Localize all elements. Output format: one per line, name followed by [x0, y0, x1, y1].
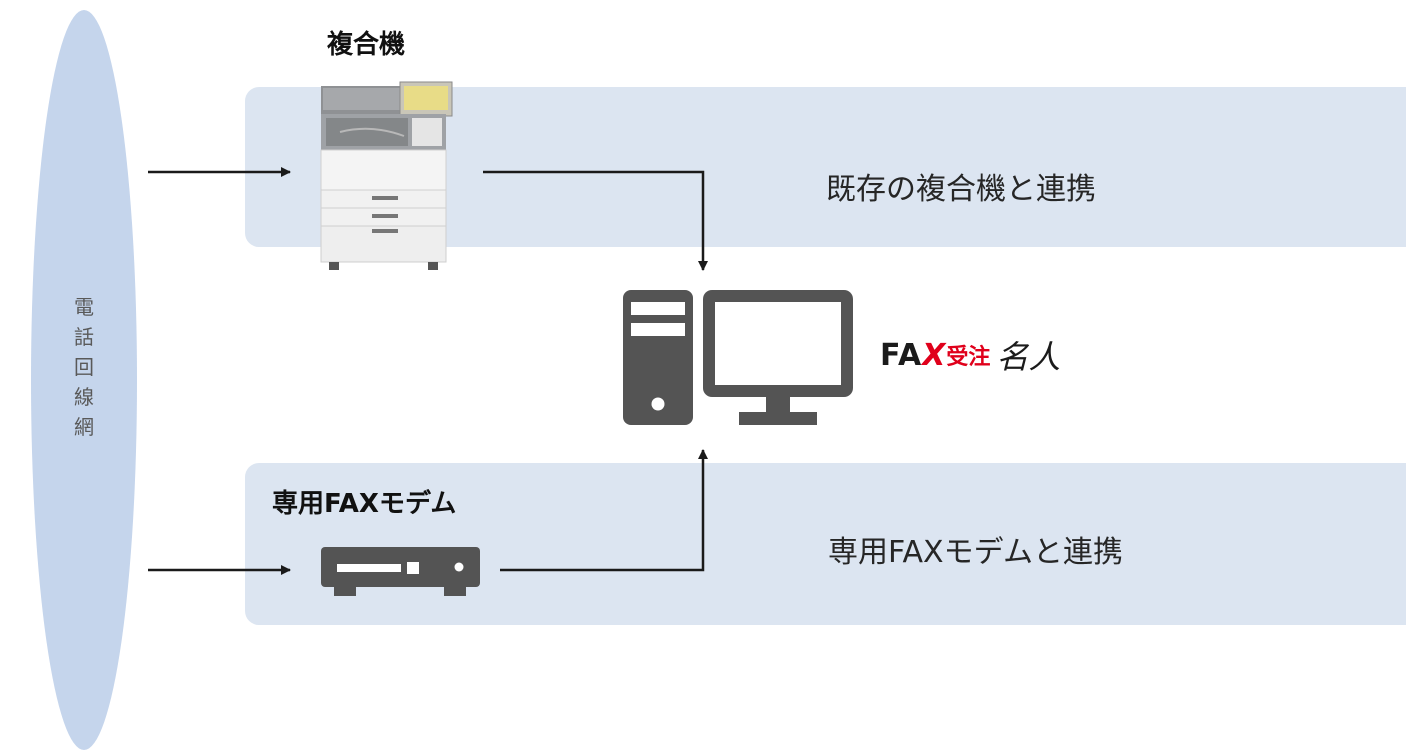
modem-title: 専用FAXモデム	[272, 489, 457, 519]
multifunction-printer-icon	[320, 81, 453, 270]
telephone-network-label: 電 話 回 線 網	[31, 292, 137, 442]
telephone-network-oval	[31, 10, 137, 750]
modem-to-pc-connector	[500, 449, 708, 572]
fax-jyuchu-meijin-logo: FA X 受注 名人	[880, 337, 1061, 377]
desktop-computer-icon	[623, 290, 853, 425]
mfp-title: 複合機	[327, 30, 406, 60]
network-label-char: 話	[74, 325, 94, 349]
network-label-char: 線	[74, 385, 94, 409]
mfp-to-pc-connector	[483, 170, 708, 271]
network-label-char: 回	[74, 355, 94, 379]
network-label-char: 網	[74, 415, 94, 439]
network-label-char: 電	[74, 295, 94, 319]
mfp-caption: 既存の複合機と連携	[826, 172, 1096, 207]
modem-caption: 専用FAXモデムと連携	[828, 535, 1123, 570]
modem-band	[245, 463, 1406, 625]
fax-modem-icon	[321, 547, 480, 596]
